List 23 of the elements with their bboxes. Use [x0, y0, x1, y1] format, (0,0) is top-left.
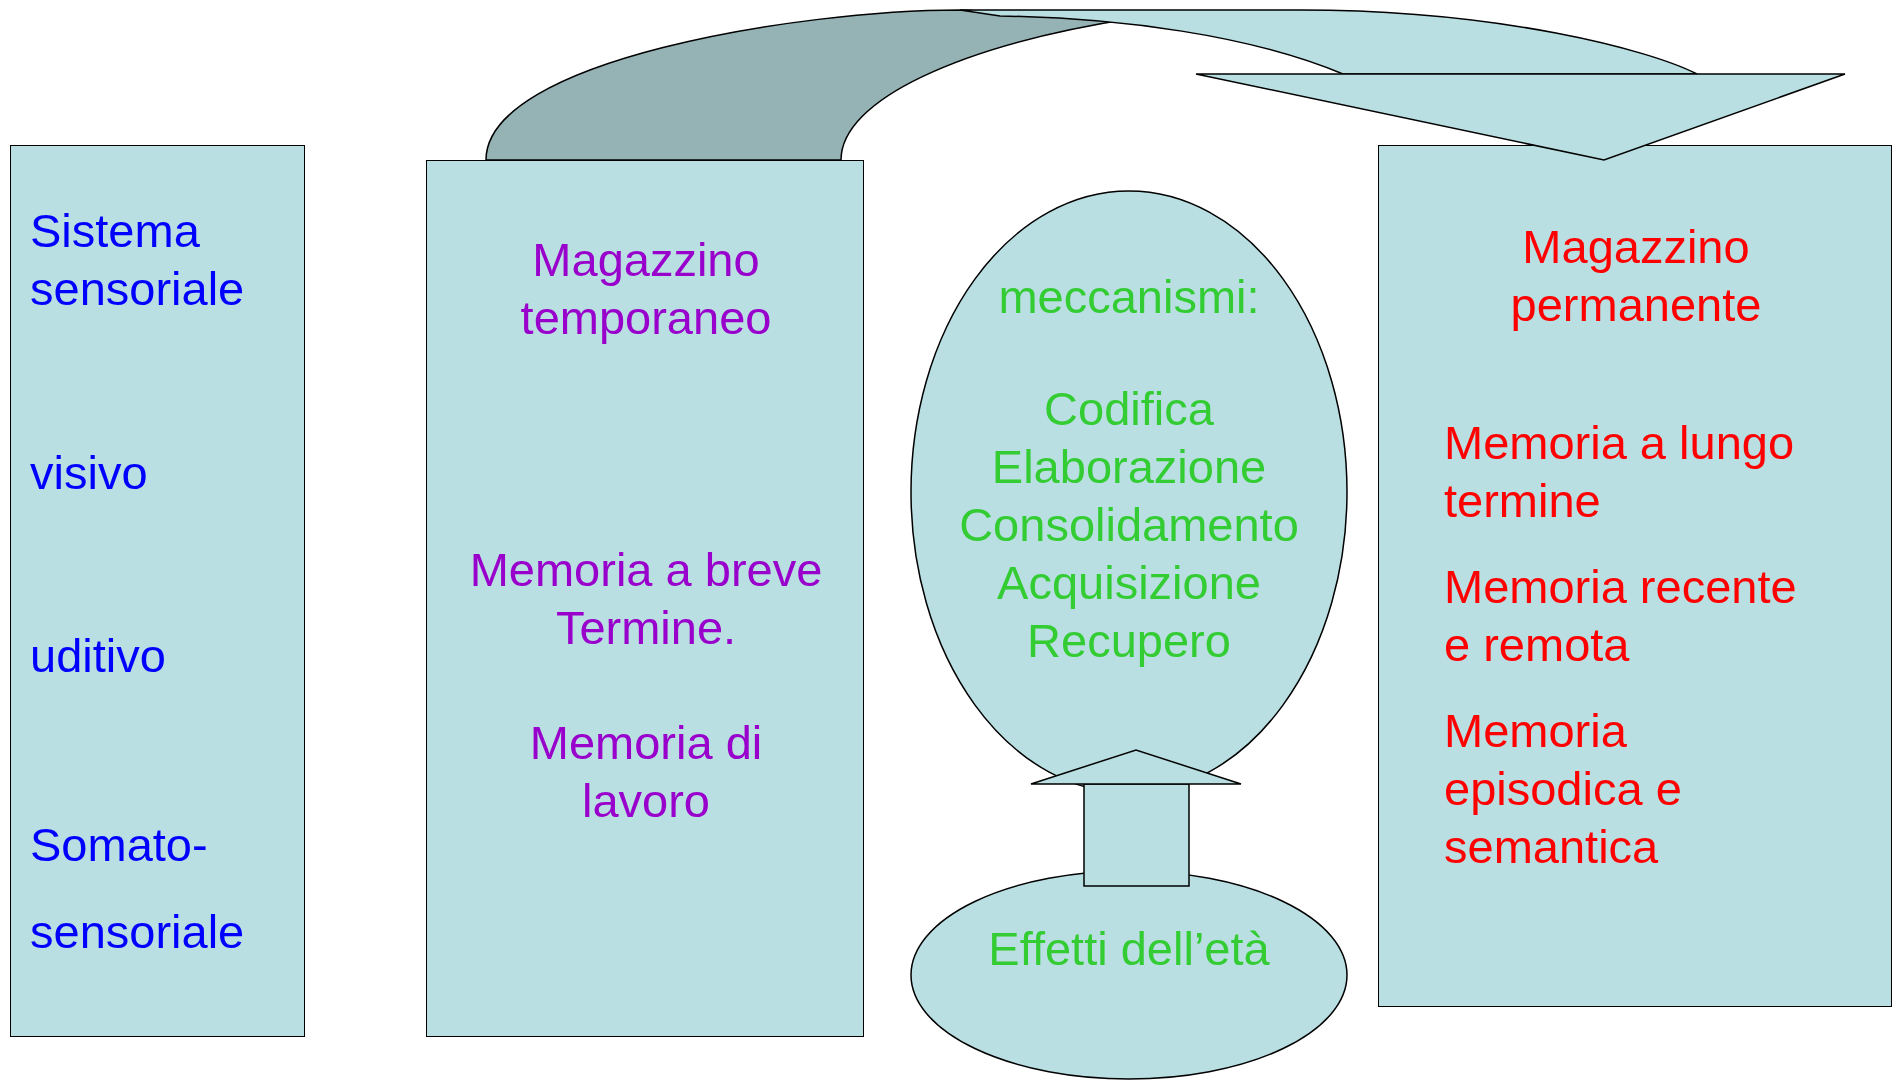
- node-label: visivo: [30, 445, 149, 501]
- node-label: Sistema sensoriale: [30, 203, 246, 317]
- node-label: Magazzino temporaneo: [519, 232, 773, 346]
- block-arrow: [1030, 749, 1242, 887]
- column-box: [426, 160, 864, 1037]
- block-arrow: [485, 9, 1846, 161]
- node-label: Magazzino permanente: [1509, 219, 1763, 333]
- node-label: Consolidamento: [958, 497, 1300, 553]
- node-label: Memoria episodica e semantica: [1444, 703, 1683, 875]
- node-label: Memoria recente e remota: [1444, 559, 1798, 673]
- node-label: Memoria a lungo termine: [1444, 415, 1796, 529]
- node-label: meccanismi:: [997, 269, 1261, 325]
- node-label: Memoria a breve Termine.: [468, 542, 824, 656]
- node-label: Elaborazione: [990, 439, 1268, 495]
- node-label: Memoria di lavoro: [528, 715, 764, 829]
- node-label: Somato- sensoriale: [30, 817, 246, 960]
- node-label: Codifica: [1043, 381, 1215, 437]
- node-label: uditivo: [30, 628, 167, 684]
- node-label: Recupero: [1026, 613, 1232, 669]
- oval: [910, 870, 1348, 1080]
- node-label: Effetti dell’età: [987, 921, 1271, 977]
- node-label: Acquisizione: [996, 555, 1262, 611]
- column-box: [10, 145, 305, 1037]
